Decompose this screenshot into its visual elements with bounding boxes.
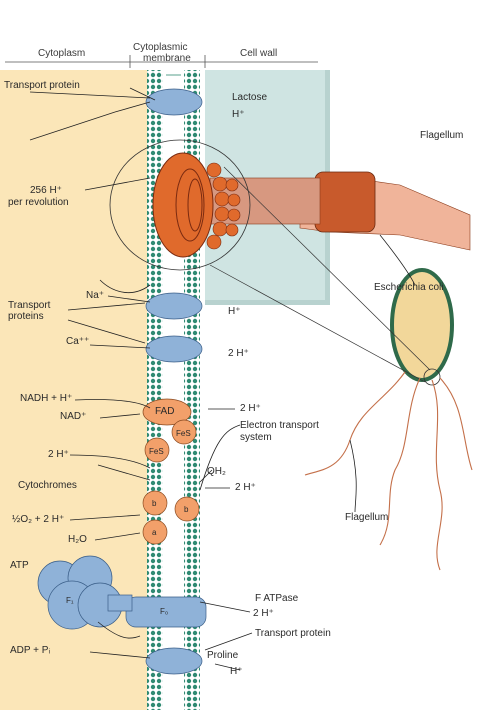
atp-synthase bbox=[37, 555, 207, 630]
left-2h-label: 2 H⁺ bbox=[48, 449, 69, 460]
nadh-label: NADH + H⁺ bbox=[20, 393, 73, 404]
cytochrome-b-right-label: b bbox=[184, 505, 189, 514]
transport-proteins-label-line1: Transport bbox=[8, 300, 51, 311]
nad-label: NAD⁺ bbox=[60, 411, 87, 422]
escherichia-coli-label: Escherichia coli bbox=[374, 282, 444, 293]
f1-label: F₁ bbox=[66, 596, 74, 605]
proline-h-plus-label: H⁺ bbox=[230, 666, 243, 677]
qh2-label: QH₂ bbox=[207, 466, 226, 477]
fad-enzyme bbox=[142, 398, 192, 426]
fes-lower bbox=[144, 437, 170, 463]
calcium-2h-label: 2 H⁺ bbox=[228, 348, 249, 359]
cytochrome-b-left-label: b bbox=[152, 499, 157, 508]
calcium-transport-protein bbox=[145, 335, 203, 363]
flagellar-motor bbox=[152, 152, 241, 258]
transport-protein-top-label: Transport protein bbox=[4, 80, 80, 91]
atpase-2h-label: 2 H⁺ bbox=[253, 608, 274, 619]
transport-proteins-label-line2: proteins bbox=[8, 311, 44, 322]
fad-2h-label: 2 H⁺ bbox=[240, 403, 261, 414]
lactose-transport-protein bbox=[145, 88, 203, 116]
f0-label: F₀ bbox=[160, 607, 169, 616]
membrane-header-line1: Cytoplasmic bbox=[133, 42, 188, 53]
proline-label: Proline bbox=[207, 650, 239, 661]
fes-upper bbox=[171, 419, 197, 445]
electron-transport-label-line1: Electron transport bbox=[240, 420, 319, 431]
calcium-label: Ca⁺⁺ bbox=[66, 336, 90, 347]
sodium-transport-protein bbox=[145, 292, 203, 320]
transport-protein-bottom-label: Transport protein bbox=[255, 628, 331, 639]
cytochrome-b-left bbox=[142, 490, 168, 516]
adp-label: ADP + Pᵢ bbox=[10, 645, 51, 656]
rotation-label-line1: 256 H⁺ bbox=[30, 185, 62, 196]
cell-wall-header: Cell wall bbox=[240, 48, 278, 59]
cell-flagella bbox=[304, 371, 473, 571]
rotation-label-line2: per revolution bbox=[8, 197, 69, 208]
cytoplasm-header: Cytoplasm bbox=[38, 48, 86, 59]
membrane-header-line2: membrane bbox=[143, 53, 191, 64]
cytochrome-b-right bbox=[174, 496, 200, 522]
cytochrome-2h-label: 2 H⁺ bbox=[235, 482, 256, 493]
flagellum-bottom-label: Flagellum bbox=[345, 512, 389, 523]
cytochrome-a bbox=[142, 519, 168, 545]
fes-lower-label: FeS bbox=[149, 447, 164, 456]
oxygen-label: ½O₂ + 2 H⁺ bbox=[12, 514, 65, 525]
atpase-label: F ATPase bbox=[255, 593, 299, 604]
lactose-label: Lactose bbox=[232, 92, 268, 103]
fes-upper-label: FeS bbox=[176, 429, 191, 438]
motor-callout-circle bbox=[109, 139, 251, 271]
electron-transport-label-line2: system bbox=[240, 432, 272, 443]
proline-transport-protein bbox=[145, 647, 203, 675]
lactose-h-plus-label: H⁺ bbox=[232, 109, 245, 120]
fad-label: FAD bbox=[155, 406, 175, 417]
e-coli-magnified-spot bbox=[423, 368, 441, 386]
cytochrome-a-label: a bbox=[152, 528, 157, 537]
flagellum-top-label: Flagellum bbox=[420, 130, 464, 141]
sodium-label: Na⁺ bbox=[86, 290, 105, 301]
cytochromes-label: Cytochromes bbox=[18, 480, 77, 491]
flagellar-hook bbox=[314, 171, 376, 233]
atp-label: ATP bbox=[10, 560, 29, 571]
water-label: H₂O bbox=[68, 534, 87, 545]
sodium-h-plus-label: H⁺ bbox=[228, 306, 241, 317]
